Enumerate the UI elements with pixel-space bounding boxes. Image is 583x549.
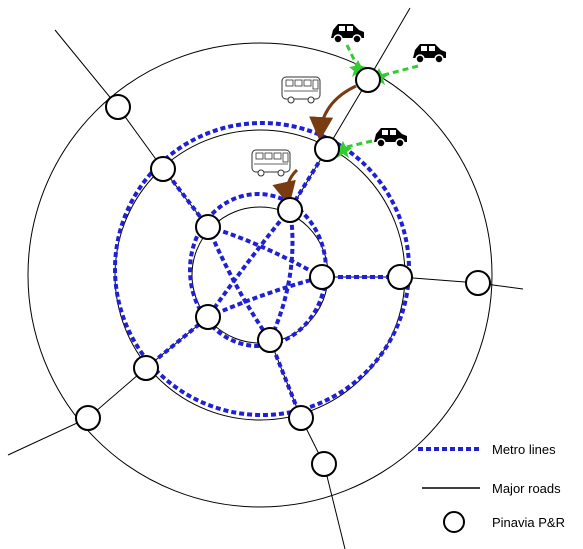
pr-station <box>277 197 303 223</box>
pr-station <box>257 327 283 353</box>
car-icon <box>374 128 407 148</box>
pr-station <box>311 451 337 477</box>
legend: Metro lines Major roads Pinavia P&R <box>418 442 565 533</box>
bus-icon <box>281 76 321 104</box>
legend-pr-label: Pinavia P&R <box>492 515 565 530</box>
metro-cross-4 <box>268 208 295 341</box>
bus-route-1 <box>309 84 357 141</box>
pr-station <box>75 405 101 431</box>
pr-station <box>105 94 131 120</box>
radial-roads <box>7 7 524 549</box>
car-access-3 <box>341 139 373 150</box>
ring-roads <box>27 42 493 508</box>
road-northwest <box>54 29 209 228</box>
road-southwest <box>7 316 209 456</box>
bus-icon <box>251 149 291 177</box>
pr-station <box>465 270 491 296</box>
pr-station <box>195 214 221 240</box>
road-east <box>322 276 524 290</box>
metro-radial-4 <box>144 315 210 370</box>
metro-cross-2 <box>206 226 272 342</box>
pr-station <box>133 355 159 381</box>
legend-roads-label: Major roads <box>492 481 561 496</box>
car-access-2 <box>379 64 419 78</box>
pr-station <box>288 405 314 431</box>
pr-station <box>195 304 221 330</box>
pr-station <box>314 136 340 162</box>
metro-cross-5 <box>207 275 323 319</box>
metro-radial-5 <box>268 339 303 419</box>
legend-metro-label: Metro lines <box>492 442 556 457</box>
pr-station <box>150 156 176 182</box>
pr-station <box>309 264 335 290</box>
legend-pr-swatch <box>443 511 465 533</box>
bus-route-arrows <box>272 84 357 206</box>
metro-cross-1 <box>207 225 323 279</box>
pr-stations <box>75 67 491 477</box>
pr-station <box>355 67 381 93</box>
pr-station <box>387 264 413 290</box>
car-icon <box>413 44 446 64</box>
outer-ring-road <box>27 42 493 508</box>
car-icon <box>331 24 364 44</box>
bus-route-2 <box>272 168 299 206</box>
metro-cross-3 <box>206 207 292 319</box>
